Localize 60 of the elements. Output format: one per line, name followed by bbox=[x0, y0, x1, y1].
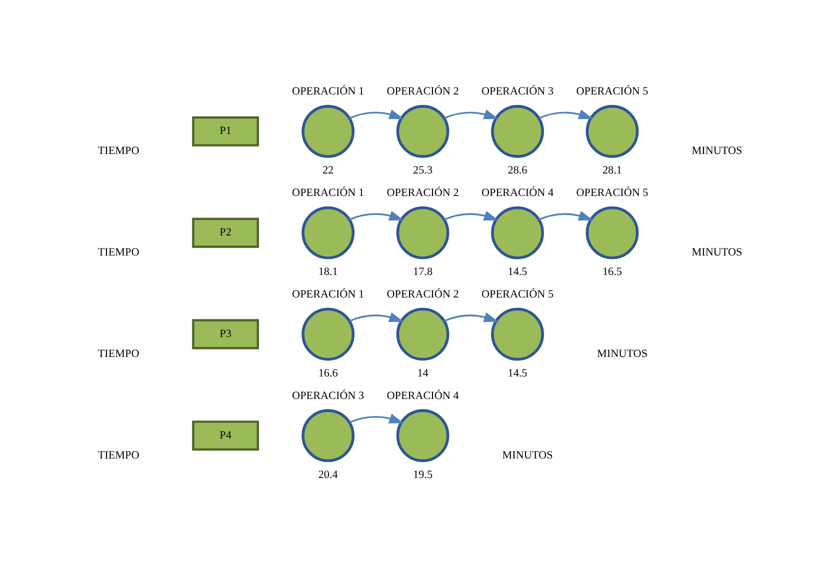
node-box: P4 bbox=[192, 420, 258, 451]
node-circle bbox=[396, 206, 449, 260]
label: TIEMPO bbox=[97, 449, 139, 462]
arrow bbox=[443, 110, 498, 120]
node-label: 14 bbox=[416, 368, 428, 380]
node-label: 22 bbox=[322, 164, 334, 177]
node-label: 28.6 bbox=[507, 164, 527, 177]
node-label: 16.6 bbox=[318, 368, 338, 380]
label: MINUTOS bbox=[596, 348, 648, 360]
node-label: OPERACIÓN 5 bbox=[576, 187, 648, 200]
node-circle bbox=[301, 409, 354, 462]
node-box: P1 bbox=[192, 116, 258, 146]
arrow bbox=[348, 312, 404, 322]
node-label: 20.4 bbox=[318, 468, 338, 481]
node-circle bbox=[396, 104, 449, 158]
node-label: 17.8 bbox=[412, 266, 432, 278]
arrow bbox=[443, 312, 498, 322]
node-label: 19.5 bbox=[412, 468, 432, 481]
node-label: OPERACIÓN 2 bbox=[386, 187, 458, 200]
node-label: 25.3 bbox=[412, 164, 432, 177]
label: TIEMPO bbox=[97, 145, 139, 158]
node-circle bbox=[301, 206, 354, 260]
node-label: 28.1 bbox=[602, 164, 622, 177]
node-label: 14.5 bbox=[507, 368, 527, 380]
arrow bbox=[443, 210, 498, 221]
node-label: OPERACIÓN 2 bbox=[386, 86, 458, 98]
label: TIEMPO bbox=[97, 348, 139, 360]
label: TIEMPO bbox=[97, 246, 139, 259]
node-circle bbox=[490, 206, 544, 260]
node-label: OPERACIÓN 2 bbox=[386, 288, 458, 300]
arrow bbox=[538, 210, 593, 221]
node-label: OPERACIÓN 4 bbox=[481, 187, 554, 200]
label: MINUTOS bbox=[691, 145, 742, 158]
arrow bbox=[348, 110, 404, 120]
label: MINUTOS bbox=[691, 246, 742, 259]
node-circle bbox=[396, 308, 449, 361]
node-label: 16.5 bbox=[602, 266, 622, 278]
node-label: 18.1 bbox=[318, 266, 338, 278]
arrow bbox=[348, 414, 404, 424]
node-circle bbox=[585, 104, 638, 158]
node-label: OPERACIÓN 1 bbox=[292, 288, 364, 300]
node-circle bbox=[585, 206, 638, 260]
node-label: OPERACIÓN 5 bbox=[576, 86, 648, 98]
label: MINUTOS bbox=[502, 449, 552, 462]
node-box: P3 bbox=[192, 319, 258, 350]
node-circle bbox=[301, 104, 354, 158]
node-box: P2 bbox=[192, 218, 258, 248]
node-label: 14.5 bbox=[507, 266, 527, 278]
node-label: OPERACIÓN 3 bbox=[481, 86, 554, 98]
arrow bbox=[348, 210, 404, 221]
node-circle bbox=[301, 308, 354, 361]
node-label: OPERACIÓN 4 bbox=[386, 390, 458, 402]
node-circle bbox=[490, 104, 544, 158]
node-circle bbox=[490, 308, 544, 361]
node-label: OPERACIÓN 1 bbox=[292, 86, 364, 98]
node-label: OPERACIÓN 3 bbox=[292, 390, 364, 402]
node-label: OPERACIÓN 1 bbox=[292, 187, 364, 200]
node-label: OPERACIÓN 5 bbox=[481, 288, 554, 300]
arrow bbox=[538, 110, 593, 120]
node-circle bbox=[396, 409, 449, 462]
